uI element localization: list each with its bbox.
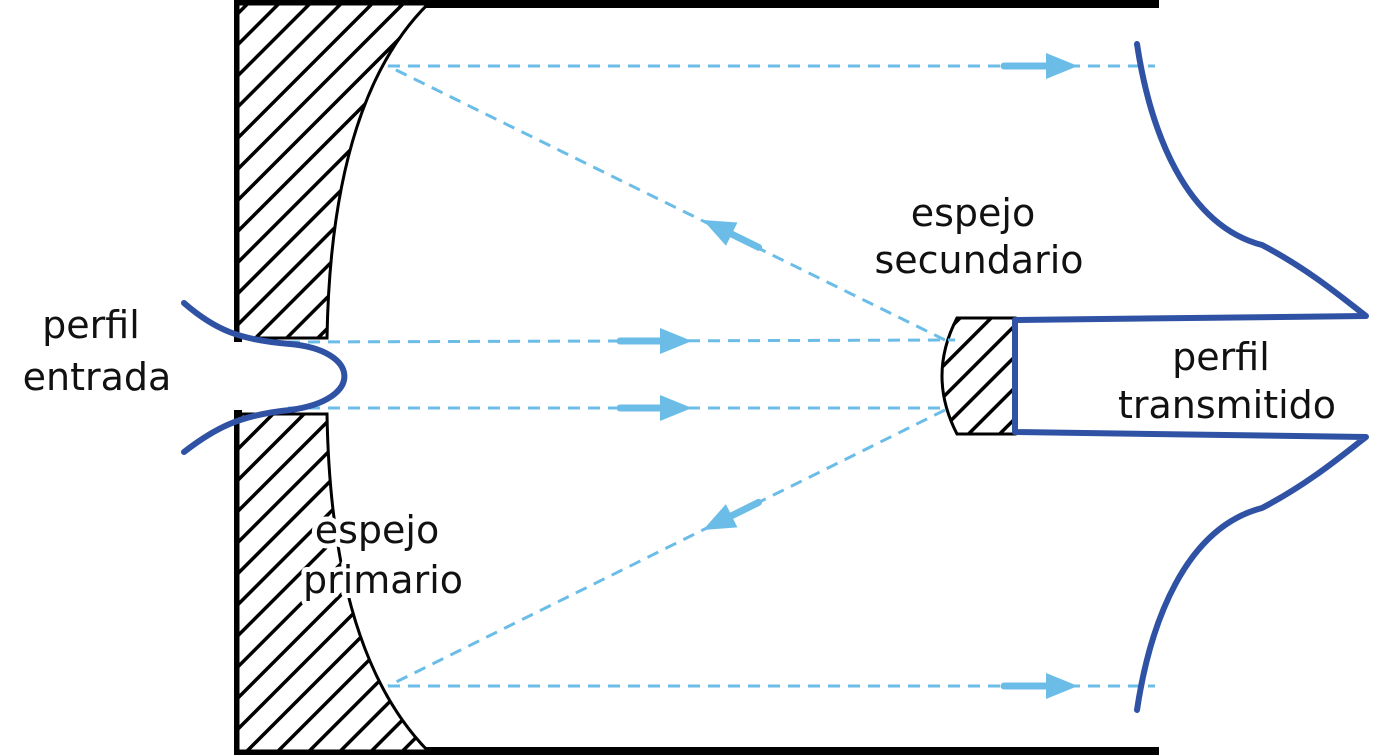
transmitted-profile-curve — [1012, 41, 1369, 713]
primary-mirror-upper — [236, 2, 432, 340]
arrow-diagonal-upper — [703, 220, 763, 251]
input-profile-curve — [181, 300, 348, 455]
primary-mirror-label: espejo primario — [303, 508, 463, 602]
arrow-right-output-upper — [1000, 53, 1078, 79]
arrow-right-input-upper — [616, 328, 692, 354]
arrow-right-output-lower — [1000, 673, 1078, 699]
light-rays — [287, 64, 1155, 688]
primary-mirror-lower — [236, 412, 432, 753]
ray-diverging-lower — [387, 408, 946, 688]
transmitted-profile-label: perfil transmitido — [1118, 335, 1336, 427]
secondary-mirror-label: espejo secundario — [874, 191, 1083, 282]
ray-input-upper — [287, 338, 956, 344]
direction-arrows — [616, 53, 1078, 699]
arrow-right-input-lower — [616, 395, 692, 421]
ray-diverging-upper — [387, 64, 946, 342]
arrow-diagonal-lower — [703, 498, 763, 530]
secondary-mirror — [940, 316, 1017, 436]
input-profile-label: perfil entrada — [23, 303, 172, 399]
